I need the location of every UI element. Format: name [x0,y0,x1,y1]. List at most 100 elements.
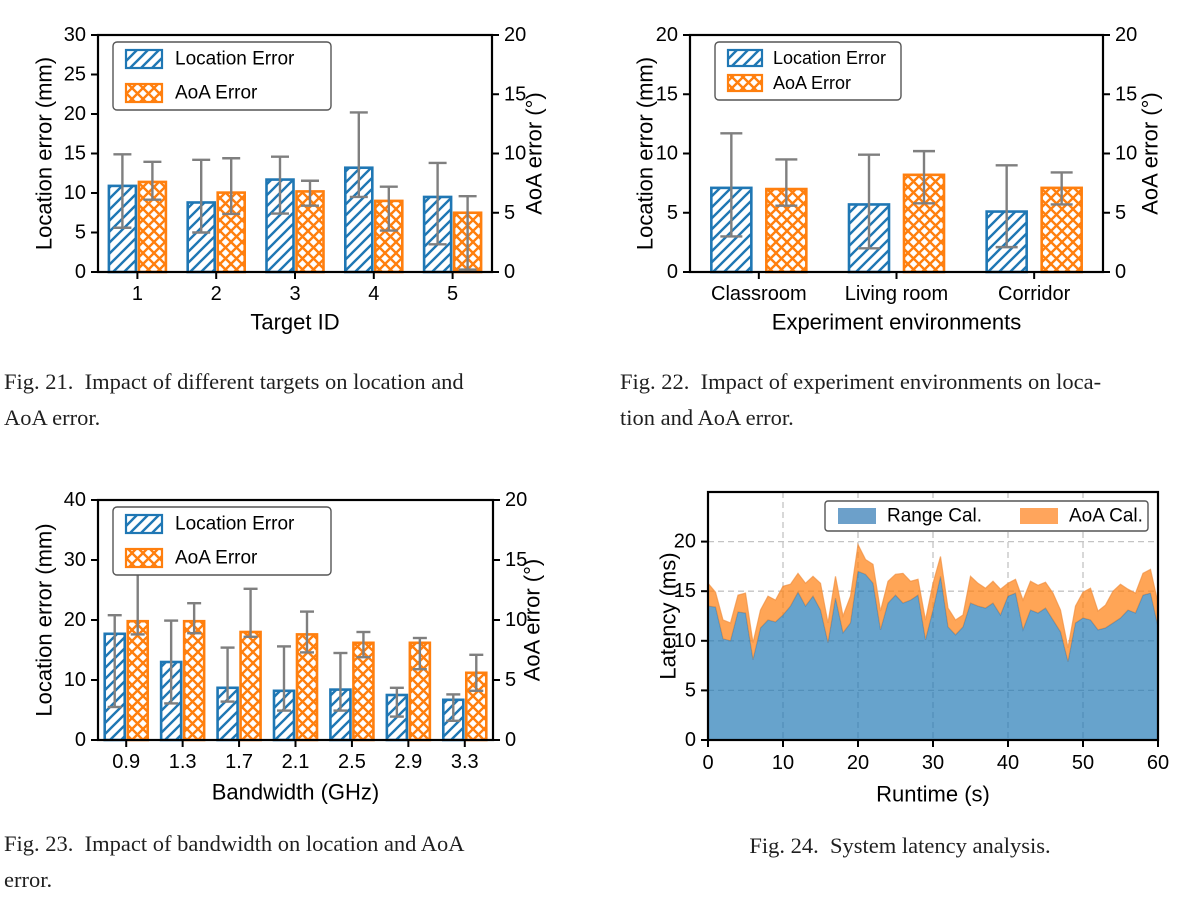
svg-text:5: 5 [667,202,678,224]
svg-text:5: 5 [505,669,516,691]
svg-text:Location error (mm): Location error (mm) [32,523,57,716]
svg-text:0: 0 [504,261,515,283]
svg-text:AoA error (°): AoA error (°) [522,92,547,215]
svg-text:0: 0 [702,752,713,774]
svg-text:30: 30 [64,24,86,46]
svg-text:10: 10 [505,609,527,631]
caption-fig22: Fig. 22. Impact of experiment environmen… [620,369,1102,430]
svg-text:5: 5 [447,283,458,305]
svg-text:10: 10 [64,669,86,691]
svg-text:0: 0 [667,261,678,283]
svg-text:5: 5 [75,222,86,244]
svg-text:Runtime (s): Runtime (s) [876,782,990,807]
svg-text:5: 5 [685,679,696,701]
svg-text:3: 3 [289,283,300,305]
svg-text:20: 20 [505,489,527,511]
bars [107,166,483,274]
svg-text:1: 1 [132,283,143,305]
caption-fig21: Fig. 21. Impact of different targets on … [4,369,464,430]
svg-text:0: 0 [1115,261,1126,283]
legend-swatch-location [726,48,764,68]
svg-text:3.3: 3.3 [451,751,479,773]
svg-text:10: 10 [674,630,696,652]
svg-text:15: 15 [1115,83,1137,105]
y-axis-right: 0 5 10 15 20 [492,24,526,283]
svg-text:AoA Error: AoA Error [175,548,258,569]
svg-text:Corridor: Corridor [998,283,1071,305]
y-axis-left: 0 10 20 30 40 [64,489,98,751]
svg-text:10: 10 [64,182,86,204]
svg-text:0: 0 [685,729,696,751]
svg-text:Location error (mm): Location error (mm) [32,57,57,250]
bar-aoa-1.3 [182,619,206,742]
error-bars [720,132,1073,250]
svg-text:30: 30 [64,549,86,571]
svg-text:10: 10 [1115,143,1137,165]
svg-text:30: 30 [922,752,944,774]
x-axis: Classroom Living room Corridor [711,272,1071,305]
svg-text:15: 15 [64,143,86,165]
svg-text:AoA Error: AoA Error [773,73,851,93]
svg-text:Bandwidth (GHz): Bandwidth (GHz) [212,780,380,805]
svg-text:50: 50 [1072,752,1094,774]
svg-text:0: 0 [505,729,516,751]
bar-aoa-0.9 [126,619,150,742]
svg-text:40: 40 [64,489,86,511]
svg-text:Location Error: Location Error [175,49,295,70]
svg-text:AoA Error: AoA Error [175,83,258,104]
bar-location-4 [343,166,374,274]
axis-labels: Bandwidth (GHz) Location error (mm) AoA er… [32,523,545,804]
svg-text:20: 20 [64,103,86,125]
legend: Range Cal.AoA Cal. [824,500,1149,532]
svg-text:5: 5 [504,202,515,224]
svg-text:20: 20 [674,531,696,553]
legend-swatch-aoa [726,73,764,93]
svg-text:2.9: 2.9 [394,751,422,773]
svg-text:0: 0 [75,729,86,751]
svg-text:AoA error (°): AoA error (°) [520,559,545,682]
svg-text:20: 20 [64,609,86,631]
svg-text:Location error (mm): Location error (mm) [633,57,658,250]
svg-text:20: 20 [656,24,678,46]
svg-text:15: 15 [504,83,526,105]
svg-text:15: 15 [674,580,696,602]
svg-text:Range Cal.: Range Cal. [887,506,982,527]
bars [103,619,488,742]
bar-aoa-1.7 [239,630,262,742]
legend-swatch-aoa [124,547,164,569]
legend-swatch-aoa [1020,508,1058,524]
y-axis: 0 5 10 15 20 [674,531,708,751]
caption-fig24: Fig. 24. System latency analysis. [749,833,1051,858]
svg-text:Classroom: Classroom [711,283,807,305]
svg-text:1.3: 1.3 [169,751,197,773]
svg-text:Location Error: Location Error [773,48,886,68]
svg-text:0.9: 0.9 [112,751,140,773]
legend-swatch-location [124,513,164,535]
svg-text:40: 40 [997,752,1019,774]
svg-text:Latency (ms): Latency (ms) [656,552,681,679]
svg-text:2: 2 [211,283,222,305]
svg-text:20: 20 [847,752,869,774]
svg-text:Living room: Living room [845,283,948,305]
svg-text:Location Error: Location Error [175,514,295,535]
error-bars [107,558,484,723]
legend-swatch-aoa [124,82,164,104]
svg-text:10: 10 [656,143,678,165]
legend-swatch-location [124,48,164,70]
svg-text:2.1: 2.1 [282,751,310,773]
svg-text:10: 10 [504,143,526,165]
area-aoa-cal [707,542,1159,662]
svg-text:20: 20 [504,24,526,46]
